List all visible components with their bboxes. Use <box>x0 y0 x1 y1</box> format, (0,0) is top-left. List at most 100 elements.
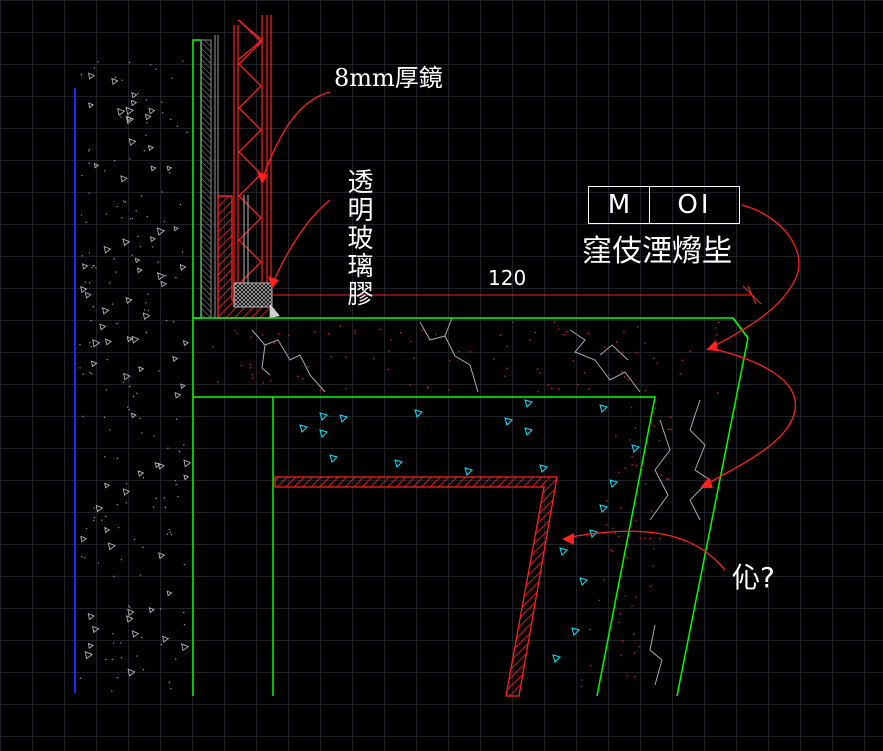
speckle-dot <box>620 654 623 657</box>
aggregate-dot <box>106 213 108 215</box>
speckle-dot <box>448 389 450 391</box>
aggregate-dot <box>183 623 186 626</box>
aggregate-triangle <box>122 488 131 496</box>
speckle-dot <box>339 325 342 327</box>
speckle-dot <box>577 383 579 386</box>
aggregate-dot <box>161 191 163 193</box>
aggregate-triangle <box>111 77 119 86</box>
speckle-dot <box>251 377 254 379</box>
aggregate-dot <box>155 68 157 70</box>
speckle-dot <box>581 679 583 681</box>
speckle-dot <box>492 358 495 360</box>
aggregate-dot <box>137 92 140 94</box>
speckle-dot <box>583 372 586 374</box>
aggregate-dot <box>163 220 166 223</box>
speckle-dot <box>653 425 655 427</box>
aggregate-triangle <box>92 625 100 634</box>
speckle-dot <box>670 428 672 431</box>
speckle-dot <box>449 359 451 362</box>
aggregate-triangle <box>87 72 96 80</box>
aggregate-triangle <box>131 92 138 99</box>
speckle-dot <box>553 321 556 324</box>
aggregate-triangle <box>104 527 111 534</box>
aggregate-dot <box>158 370 160 372</box>
aggregate-triangle <box>131 335 140 344</box>
speckle-dot <box>458 350 460 353</box>
leader-arrowheads <box>257 172 718 545</box>
cyan-triangle <box>339 414 348 423</box>
aggregate-dot <box>168 681 171 683</box>
speckle-dot <box>631 456 633 458</box>
speckle-dot <box>536 390 539 393</box>
aggregate-dot <box>125 502 128 504</box>
aggregate-dot <box>126 483 128 485</box>
aggregate-dot <box>129 337 132 340</box>
speckle-dot <box>506 345 509 348</box>
aggregate-triangle <box>149 236 156 243</box>
aggregate-dot <box>183 611 185 614</box>
cyan-triangle <box>329 454 338 463</box>
speckle-dot <box>644 483 647 485</box>
aggregate-dot <box>177 495 179 498</box>
speckle-dot <box>319 389 322 391</box>
cyan-triangle <box>319 412 328 421</box>
aggregate-dot <box>127 605 130 607</box>
aggregate-triangle <box>182 340 190 347</box>
aggregate-triangle <box>131 630 140 638</box>
speckle-dot <box>277 333 280 335</box>
speckle-dot <box>469 350 472 353</box>
speckle-dot <box>563 333 566 336</box>
speckle-dot <box>273 342 276 345</box>
aggregate-triangle <box>126 336 134 343</box>
aggregate-dot <box>104 456 106 458</box>
aggregate-dot <box>90 320 92 322</box>
aggregate-triangle <box>166 590 173 597</box>
aggregate-triangle <box>154 461 161 469</box>
aggregate-dot <box>97 61 99 63</box>
aggregate-dot <box>168 172 171 174</box>
aggregate-dot <box>165 274 167 277</box>
speckle-dot <box>615 435 617 437</box>
speckle-dot <box>421 329 423 332</box>
aggregate-dot <box>105 658 107 661</box>
aggregate-dot <box>115 76 117 79</box>
cyan-triangle <box>414 409 423 418</box>
aggregate-dot <box>109 282 111 284</box>
cyan-triangle <box>571 627 580 636</box>
aggregate-dot <box>120 116 122 118</box>
aggregate-triangle <box>103 245 112 254</box>
aggregate-dot <box>181 60 184 62</box>
aggregate-dot <box>128 385 131 388</box>
speckle-dot <box>660 474 663 476</box>
stone-cracks <box>251 317 711 686</box>
speckle-dot <box>390 339 392 341</box>
aggregate-dot <box>88 148 91 151</box>
aggregate-dot <box>168 528 170 531</box>
speckle-dot <box>654 407 657 409</box>
speckle-dot <box>658 537 661 540</box>
speckle-dot <box>217 381 219 383</box>
tag-left-cell: M <box>589 187 650 223</box>
aggregate-triangle <box>88 102 95 109</box>
aggregate-dot <box>82 373 84 375</box>
aggregate-triangle <box>158 552 166 560</box>
aggregate-dot <box>85 221 87 223</box>
aggregate-dot <box>79 367 81 369</box>
speckle-dot <box>689 350 691 352</box>
cyan-triangle <box>524 427 533 436</box>
speckle-dot <box>608 374 610 376</box>
speckle-dot <box>536 368 539 370</box>
speckle-dot <box>634 426 637 429</box>
speckle-dot <box>651 510 653 512</box>
green-outlines <box>192 317 749 697</box>
aggregate-dot <box>92 305 95 308</box>
aggregate-dot <box>117 526 120 529</box>
speckle-dot <box>633 675 636 678</box>
glue-block <box>233 282 273 308</box>
speckle-dot <box>288 334 290 337</box>
speckle-dot <box>270 379 272 382</box>
aggregate-dot <box>144 309 146 311</box>
aggregate-dot <box>171 77 173 80</box>
aggregate-triangle <box>183 459 192 468</box>
